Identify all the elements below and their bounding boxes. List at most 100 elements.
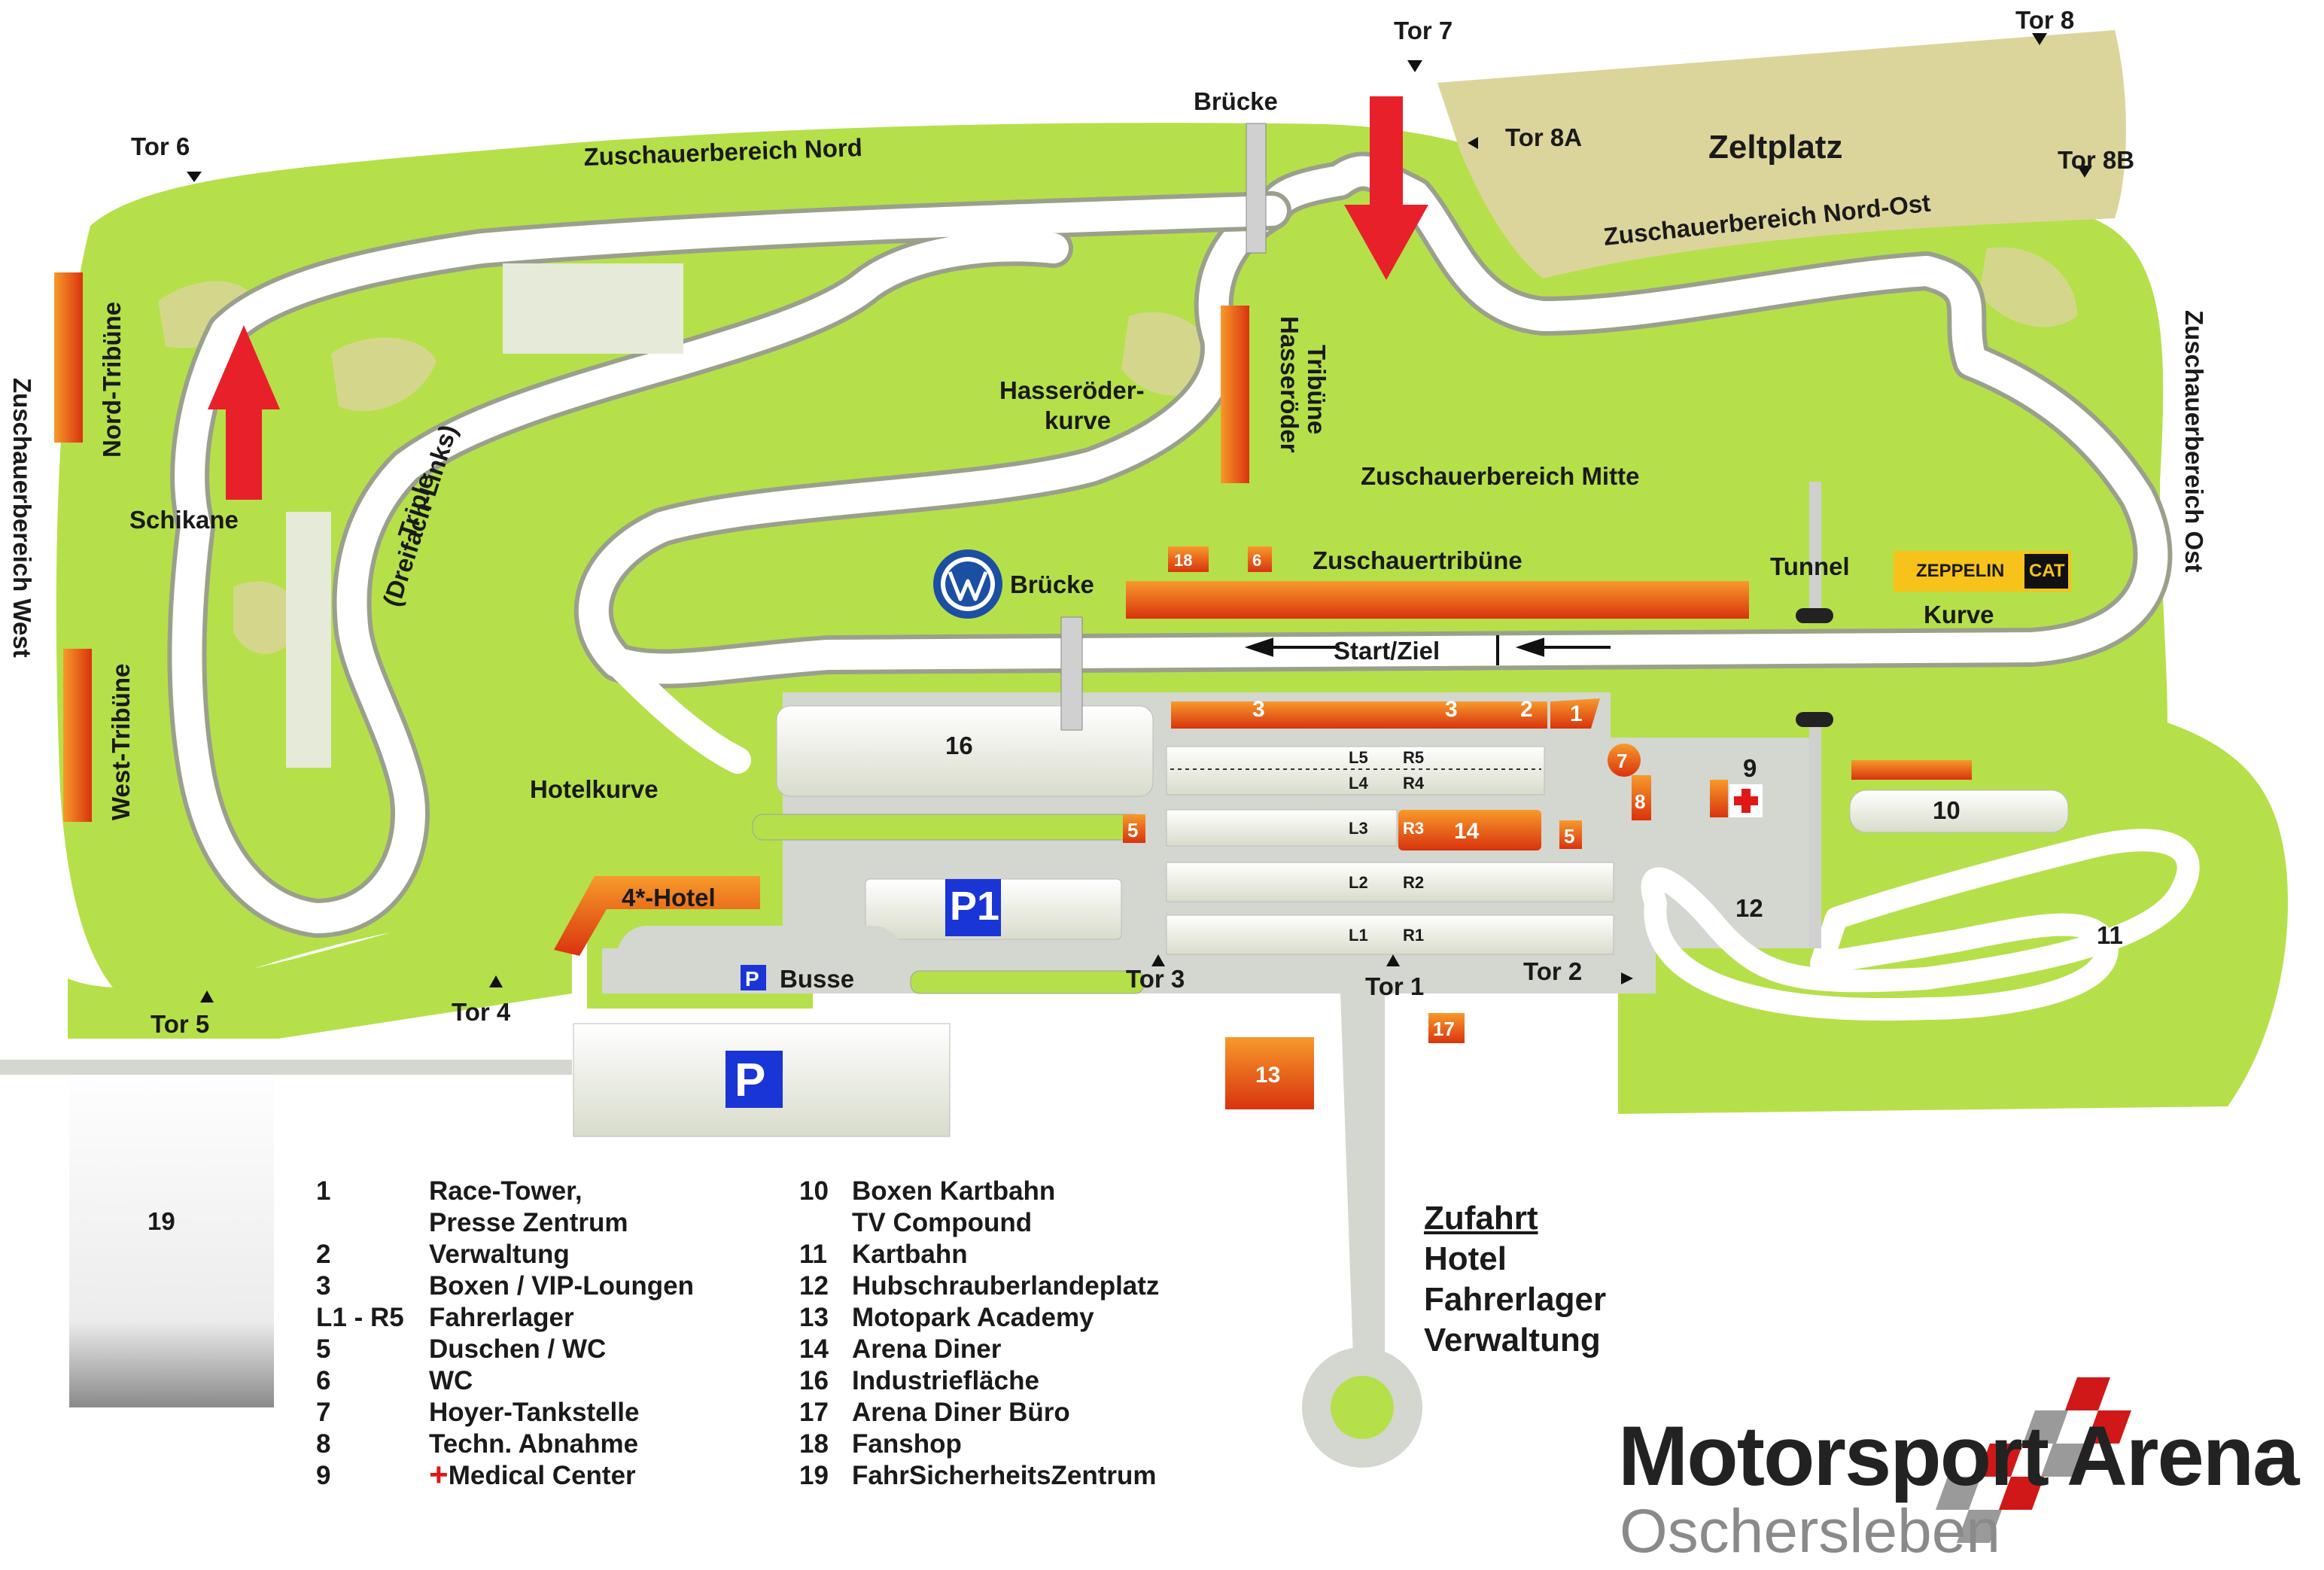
label-tor1: Tor 1 <box>1365 972 1424 1000</box>
sand-triple <box>331 337 437 412</box>
label-start-ziel: Start/Ziel <box>1334 637 1440 665</box>
label-tor3: Tor 3 <box>1126 965 1185 993</box>
kart-track <box>1641 829 2200 1021</box>
label-p1: P1 <box>950 884 999 929</box>
legend-text: TV Compound <box>852 1208 1033 1237</box>
building-16 <box>776 705 1154 797</box>
legend-text: Motopark Academy <box>852 1303 1094 1332</box>
label-b3b: 3 <box>1445 697 1458 722</box>
label-b6: 6 <box>1252 551 1261 570</box>
label-b18: 18 <box>1174 551 1192 570</box>
label-zeppelin: ZEPPELIN <box>1916 561 2004 581</box>
label-nord-tribuene: Nord-Tribüne <box>98 302 126 458</box>
direction-arrow-schikane-icon <box>208 325 280 500</box>
legend-key: 18 <box>799 1429 829 1459</box>
feature-labels: Brücke Brücke Hasseröder- kurve Hasseröd… <box>98 87 2065 1106</box>
label-hotelkurve: Hotelkurve <box>530 775 659 803</box>
race-track <box>578 156 2168 684</box>
area-19 <box>69 1061 274 1407</box>
access-title: Zufahrt <box>1424 1200 1538 1237</box>
legend-text: WC <box>429 1366 473 1395</box>
label-p: P <box>735 1054 765 1106</box>
nord-tribuene-stand <box>54 272 83 443</box>
label-tor8a: Tor 8A <box>1505 123 1582 151</box>
left-road-strip <box>0 1060 572 1075</box>
legend-row: 5 Duschen / WC <box>316 1334 694 1365</box>
legend-key: 16 <box>799 1366 829 1395</box>
legend-key: 8 <box>316 1429 331 1459</box>
legend-text: Boxen Kartbahn <box>852 1176 1056 1206</box>
label-b19: 19 <box>148 1207 175 1235</box>
legend-text: Duschen / WC <box>429 1334 607 1364</box>
label-tor5: Tor 5 <box>151 1010 209 1038</box>
label-b10: 10 <box>1933 796 1960 824</box>
label-b5a: 5 <box>1127 819 1138 841</box>
access-info: Zufahrt Hotel Fahrerlager Verwaltung <box>1424 1198 1606 1361</box>
legend-text: Fahrerlager <box>429 1303 574 1332</box>
vw-logo-icon <box>933 549 1002 619</box>
access-road-main <box>1340 971 1385 1400</box>
label-l3: L3 <box>1349 819 1368 838</box>
building-18 <box>1168 546 1209 572</box>
legend-text: Medical Center <box>448 1461 636 1490</box>
race-track-west <box>172 196 1287 933</box>
legend-key: 7 <box>316 1398 331 1427</box>
gate-markers <box>187 33 2092 1003</box>
label-b13: 13 <box>1255 1063 1280 1088</box>
legend-key: 10 <box>799 1176 829 1206</box>
building-5b <box>1559 820 1582 849</box>
legend-text: Boxen / VIP-Loungen <box>429 1271 694 1301</box>
legend-key: 14 <box>799 1334 829 1364</box>
label-b5b: 5 <box>1564 825 1574 847</box>
label-r5: R5 <box>1403 748 1424 767</box>
building-10-stand <box>1851 760 1972 780</box>
legend-key: 17 <box>799 1398 829 1427</box>
legend-row: Presse Zentrum <box>316 1207 694 1239</box>
legend-key: 12 <box>799 1271 829 1301</box>
west-tribuene-stand <box>63 649 92 822</box>
legend-key: 9 <box>316 1461 331 1490</box>
paddock-labels: L5 L4 L3 L2 L1 R5 R4 R3 R2 R1 <box>1349 748 1425 945</box>
label-b14: 14 <box>1454 819 1480 844</box>
sand-east <box>1979 247 2077 327</box>
bridge-mid <box>1060 616 1083 731</box>
paddock-l3 <box>1166 809 1398 847</box>
tunnel-structure <box>1809 482 1821 617</box>
parking-bus-sign <box>741 965 766 990</box>
grass-strip-south <box>910 970 1145 994</box>
label-l4: L4 <box>1349 774 1368 793</box>
roundabout-island <box>1331 1376 1394 1439</box>
building-9-stand <box>1710 780 1728 817</box>
legend-row: 9+Medical Center <box>316 1459 694 1492</box>
legend-text: Race-Tower, <box>429 1176 583 1206</box>
access-line: Fahrerlager <box>1424 1281 1607 1318</box>
label-hasseroeder-tribuene-2: Tribüne <box>1303 345 1331 434</box>
label-bruecke-top: Brücke <box>1194 87 1278 115</box>
legend-key: L1 - R5 <box>316 1303 404 1332</box>
label-b11: 11 <box>2097 921 2123 949</box>
south-grass <box>68 896 572 1039</box>
label-hasseroeder-kurve-2: kurve <box>1045 406 1111 434</box>
gate-labels: Tor 7 Tor 8 Tor 8A Tor 8B Tor 6 Tor 5 To… <box>131 6 2134 1038</box>
label-r1: R1 <box>1403 926 1424 945</box>
legend-row: L1 - R5 Fahrerlager <box>316 1302 694 1334</box>
label-zone-ost: Zuschauerbereich Ost <box>2180 310 2208 572</box>
label-bruecke-mid: Brücke <box>1010 570 1094 598</box>
legend-key: 3 <box>316 1271 331 1301</box>
legend-key: 6 <box>316 1366 331 1395</box>
legend-key: 11 <box>799 1240 827 1269</box>
legend-key: 5 <box>316 1334 331 1364</box>
label-zone-mitte: Zuschauerbereich Mitte <box>1361 462 1639 490</box>
label-b3a: 3 <box>1252 697 1265 722</box>
legend-text: Presse Zentrum <box>429 1208 628 1237</box>
building-7 <box>1608 744 1641 777</box>
